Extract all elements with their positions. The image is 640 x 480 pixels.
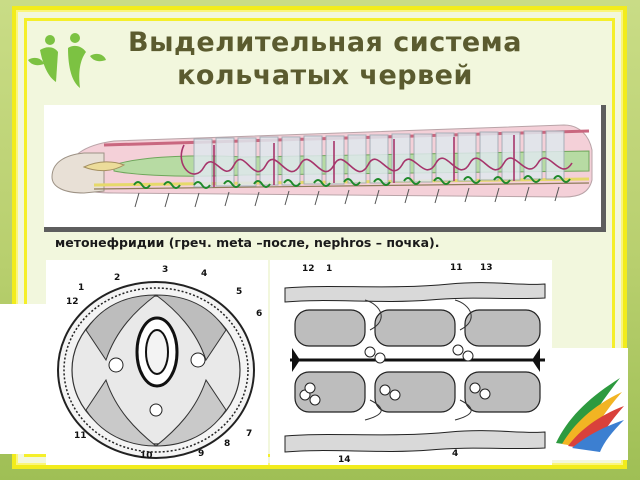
- longitudinal-section-diagram: 12 1 11 13 4 14: [284, 263, 546, 465]
- cross-label-4: 4: [201, 269, 207, 279]
- diagram-caption: метонефридии (греч. meta –после, nephros…: [55, 235, 440, 250]
- cross-section-diagram: 1 2 3 4 5 6 7 8 9 10 11 12: [57, 265, 262, 461]
- cross-label-10: 10: [140, 451, 153, 461]
- side-white-panel: [0, 304, 46, 454]
- cross-label-5: 5: [236, 287, 242, 297]
- longitudinal-section-panel: 12 1 11 13 4 14: [270, 260, 552, 465]
- earthworm-diagram: [51, 124, 593, 208]
- title-line-1: Выделительная система: [128, 27, 522, 58]
- cross-label-2: 2: [114, 273, 120, 283]
- cross-label-1: 1: [78, 283, 84, 293]
- long-label-11: 11: [450, 263, 463, 273]
- cross-label-12: 12: [66, 297, 79, 307]
- long-label-12: 12: [302, 264, 315, 274]
- cross-label-8: 8: [224, 439, 230, 449]
- cross-section-panel: 1 2 3 4 5 6 7 8 9 10 11 12: [46, 260, 268, 465]
- cross-label-6: 6: [256, 309, 262, 319]
- corner-swoosh-logo: [548, 348, 628, 460]
- cross-label-11: 11: [74, 431, 87, 441]
- earthworm-diagram-panel: [44, 105, 606, 232]
- title-line-2: кольчатых червей: [177, 60, 473, 91]
- long-label-1: 1: [326, 264, 332, 274]
- cross-label-3: 3: [162, 265, 168, 275]
- cross-label-7: 7: [246, 429, 252, 439]
- long-label-4: 4: [452, 449, 458, 459]
- slide-title: Выделительная система кольчатых червей: [95, 26, 555, 92]
- cross-label-9: 9: [198, 449, 204, 459]
- long-label-14: 14: [338, 455, 351, 465]
- leaf-people-logo: [28, 33, 106, 88]
- long-label-13: 13: [480, 263, 493, 273]
